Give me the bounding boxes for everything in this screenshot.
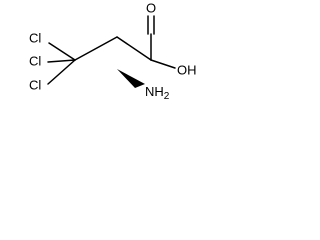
atom-label-amine: NH2 [145,84,170,101]
stereo-wedge-bond [117,69,145,88]
bond-carboxyl-to-hydroxyl [150,59,176,69]
atom-label-cl-top: Cl [29,30,41,45]
chemical-structure: Cl Cl Cl O OH NH2 [29,0,197,101]
bond-ccl3-to-ch2 [74,36,118,61]
bond-ch2-to-alpha-carbon [116,36,152,61]
atom-label-carbonyl-oxygen: O [146,0,156,15]
amine-subscript: 2 [164,91,170,102]
bond-carbon-to-cl-bottom [47,59,76,85]
atom-label-cl-left: Cl [29,53,41,68]
bond-carbon-to-cl-left [47,59,76,63]
atom-label-cl-bottom: Cl [29,77,41,92]
amine-nh: NH [145,84,164,99]
bond-carbon-to-cl-top [48,42,76,61]
atom-label-hydroxyl: OH [177,62,197,77]
